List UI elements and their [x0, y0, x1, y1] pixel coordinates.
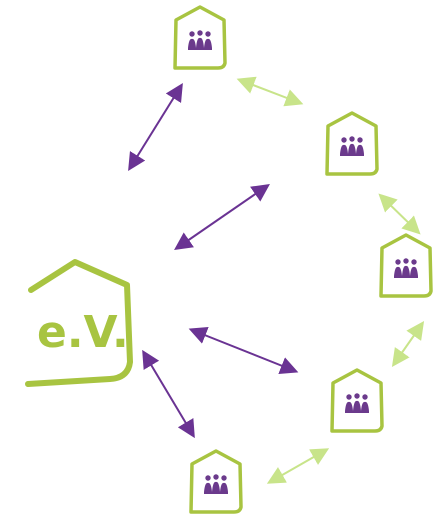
ring-arrow-top-upper [236, 76, 304, 107]
house-people-icon [173, 5, 227, 70]
center-house-icon [25, 259, 133, 387]
node-bottom [189, 449, 243, 514]
node-top [173, 5, 227, 70]
arrow-right-lower-link [188, 326, 299, 375]
house-people-icon [325, 111, 379, 176]
house-people-icon [330, 368, 384, 433]
ring-arrows [236, 76, 425, 484]
node-right-lower [330, 368, 384, 433]
house-people-icon [379, 233, 433, 298]
ring-arrow-upper-middle [378, 193, 421, 235]
node-right-upper [325, 111, 379, 176]
center-hub: e.V. [25, 259, 133, 387]
ring-arrow-lower-bottom [266, 448, 330, 484]
node-right-middle [379, 233, 433, 298]
house-people-icon [189, 449, 243, 514]
center-label: e.V. [37, 307, 129, 358]
arrow-bottom-link [142, 349, 195, 439]
arrow-right-upper-link [174, 183, 270, 251]
primary-arrows [128, 82, 299, 439]
ring-arrow-middle-lower [391, 321, 425, 367]
arrow-top-link [128, 82, 183, 172]
